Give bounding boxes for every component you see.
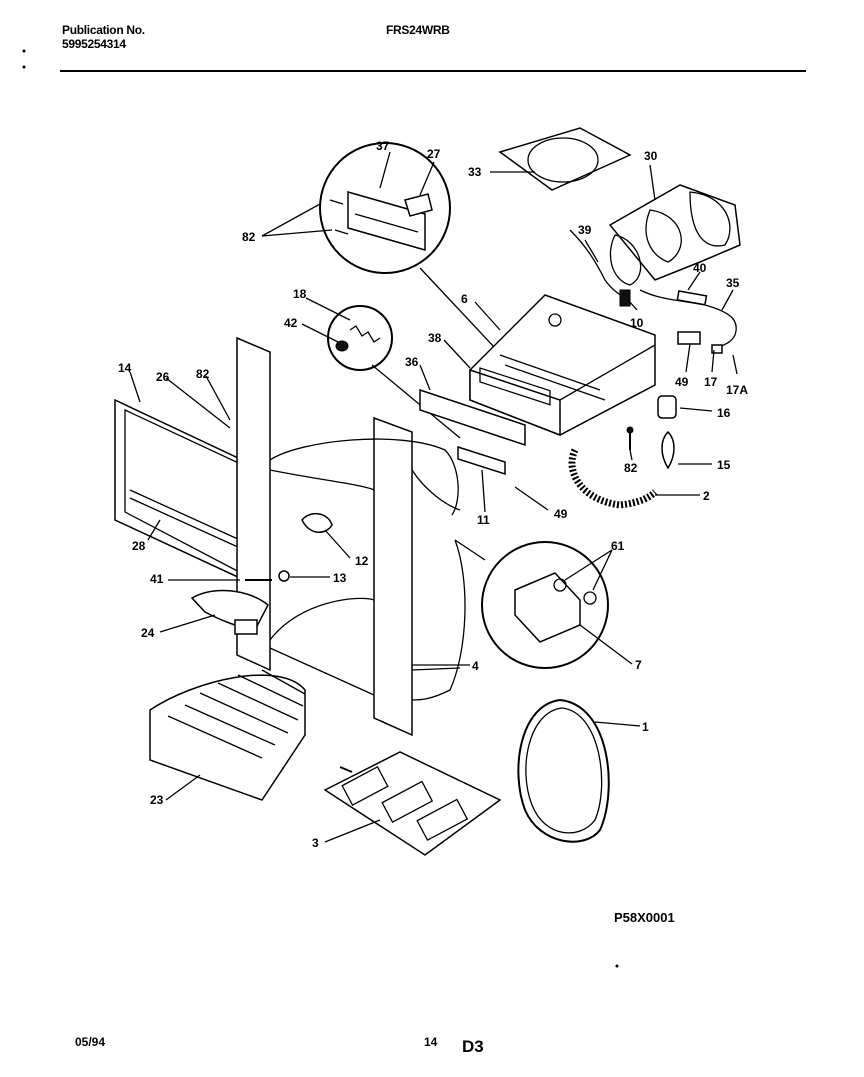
part-24-paddle: [190, 589, 269, 635]
drawing-code: P58X0001: [614, 910, 675, 925]
callout-12: 12: [355, 554, 369, 568]
part-23-grille: [149, 669, 306, 801]
callout-61: 61: [611, 539, 625, 553]
callout-3: 3: [312, 836, 319, 850]
callout-17a: 17A: [726, 383, 748, 397]
detail-circle-switch: [454, 539, 609, 669]
part-30-duct: [608, 184, 741, 286]
part-15-bulb: [661, 430, 675, 470]
footer-page: 14: [424, 1035, 438, 1049]
callout-37: 37: [376, 139, 390, 153]
detail-circle-upper: [319, 142, 526, 381]
callout-82-left: 82: [196, 367, 210, 381]
callout-16: 16: [717, 406, 731, 420]
callout-40: 40: [693, 261, 707, 275]
callout-82-upper: 82: [242, 230, 256, 244]
callout-38: 38: [428, 331, 442, 345]
callout-7: 7: [635, 658, 642, 672]
detail-circle-spring: [327, 305, 461, 439]
margin-dot-1: [22, 49, 26, 53]
callout-36: 36: [405, 355, 419, 369]
callout-49-upper: 49: [675, 375, 689, 389]
leader-lines: [129, 151, 738, 843]
header-rule: [60, 70, 806, 72]
part-39-wire: [569, 229, 629, 301]
part-3-drip-tray: [323, 751, 502, 856]
callout-18: 18: [293, 287, 307, 301]
callout-26: 26: [156, 370, 170, 384]
part-6-control-housing: [469, 294, 656, 437]
stray-dot: [615, 964, 619, 968]
callout-42: 42: [284, 316, 298, 330]
part-33-top-cover: [498, 127, 632, 191]
part-16-socket: [657, 395, 677, 419]
part-4-housing: [236, 336, 466, 737]
margin-dot-2: [22, 65, 26, 69]
part-2-harness: [568, 448, 658, 509]
footer-section: D3: [462, 1037, 484, 1056]
callout-27: 27: [427, 147, 441, 161]
part-10-bracket: [619, 289, 631, 307]
callout-23: 23: [150, 793, 164, 807]
callout-6: 6: [461, 292, 468, 306]
callout-41: 41: [150, 572, 164, 586]
part-41-spring: [245, 570, 290, 582]
screw-82: [626, 426, 634, 450]
footer-date: 05/94: [75, 1035, 106, 1049]
callout-labels: 37 27 33 30 82 39 40 35 18 6 42 10 38 36…: [118, 139, 748, 850]
callout-39: 39: [578, 223, 592, 237]
callout-11: 11: [477, 513, 490, 527]
part-1-gasket: [517, 698, 610, 843]
callout-14: 14: [118, 361, 132, 375]
callout-49-lower: 49: [554, 507, 568, 521]
callout-17: 17: [704, 375, 718, 389]
callout-33: 33: [468, 165, 482, 179]
callout-24: 24: [141, 626, 155, 640]
callout-4: 4: [472, 659, 479, 673]
part-12-lever: [301, 513, 333, 533]
callout-82-lower: 82: [624, 461, 638, 475]
callout-13: 13: [333, 571, 347, 585]
part-36-panel: [419, 388, 526, 447]
publication-label: Publication No.: [62, 23, 145, 37]
callout-1: 1: [642, 720, 649, 734]
model-number: FRS24WRB: [386, 23, 450, 37]
callout-28: 28: [132, 539, 146, 553]
callout-35: 35: [726, 276, 740, 290]
part-11-bracket: [457, 445, 506, 476]
part-14-front-panel: [114, 398, 256, 587]
callout-10: 10: [630, 316, 644, 330]
callout-15: 15: [717, 458, 731, 472]
publication-number: 5995254314: [62, 37, 126, 51]
callout-30: 30: [644, 149, 658, 163]
part-17-connector: [677, 331, 723, 354]
callout-2: 2: [703, 489, 710, 503]
